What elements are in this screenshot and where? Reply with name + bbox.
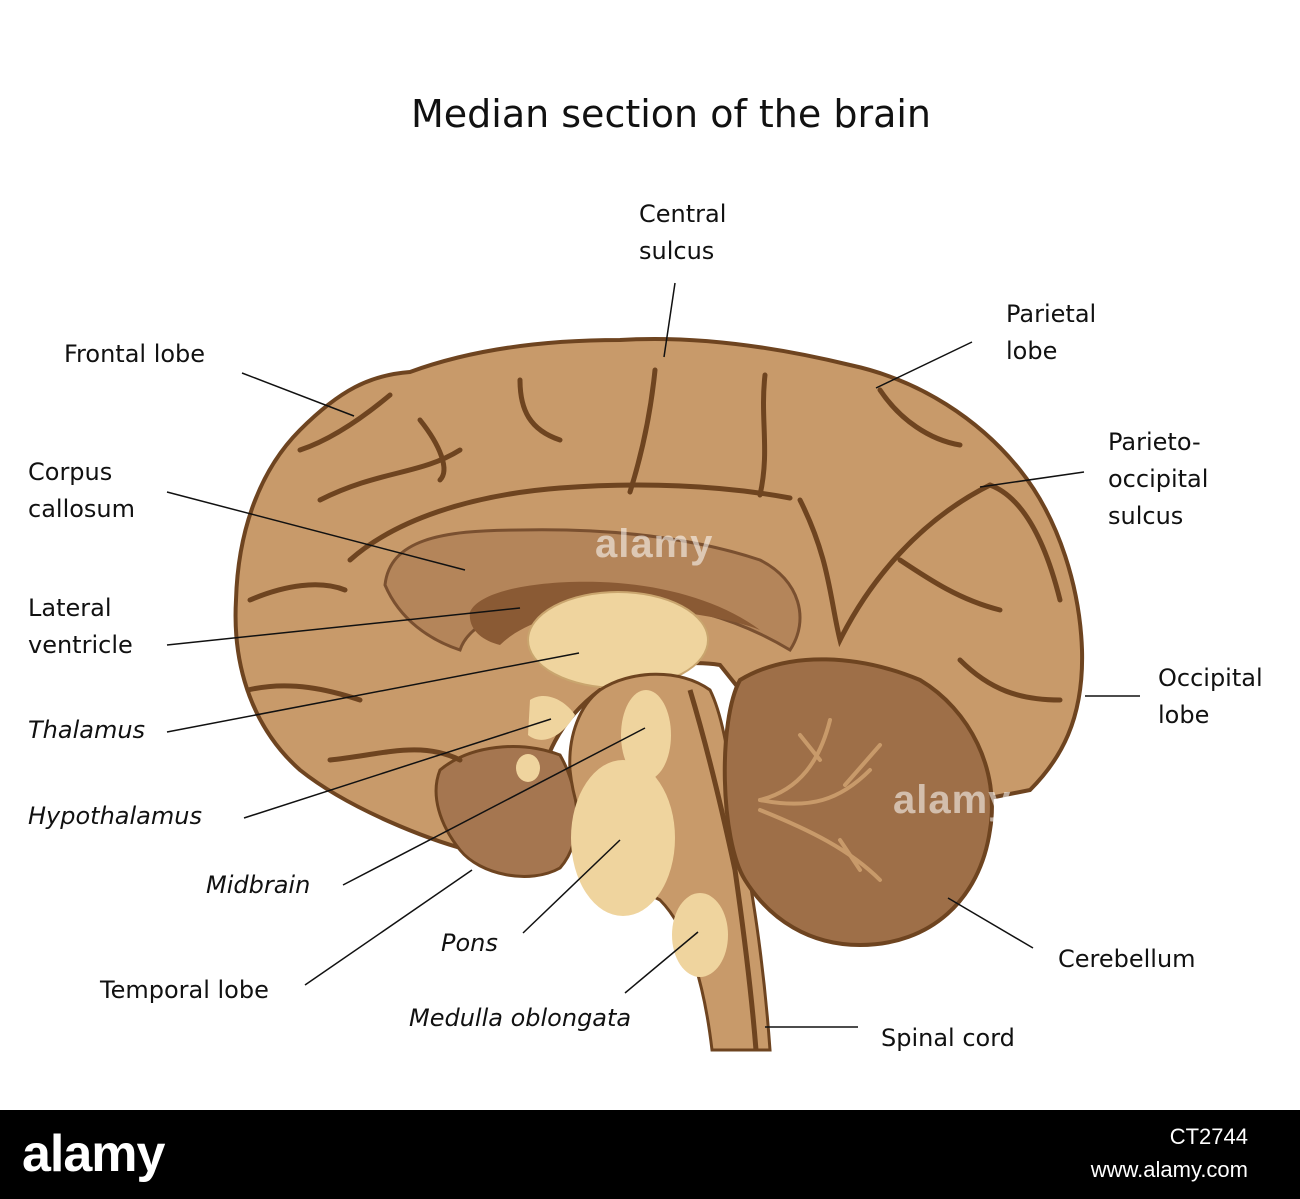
label-hypothalamus: Hypothalamus — [28, 802, 202, 830]
small-nucleus — [516, 754, 540, 782]
pons-shape — [571, 760, 675, 916]
lateral-ventricle-shape — [469, 581, 760, 645]
watermark: alamy — [595, 522, 714, 566]
brainstem-center-line — [687, 689, 759, 1051]
footer-url: www.alamy.com — [1090, 1157, 1248, 1182]
label-spinal-cord: Spinal cord — [881, 1024, 1015, 1052]
label-temporal-lobe: Temporal lobe — [100, 976, 269, 1004]
label-pons: Pons — [441, 929, 498, 957]
thalamus-shape — [527, 591, 709, 689]
midbrain-shape — [621, 690, 671, 780]
medulla-shape — [672, 893, 728, 977]
footer-image-id: CT2744 — [1169, 1124, 1248, 1149]
label-thalamus: Thalamus — [28, 716, 146, 744]
cerebellum-shape — [722, 657, 994, 948]
pointer-lines — [166, 282, 1140, 1028]
diagram-title: Median section of the brain — [410, 92, 932, 136]
watermark: alamy — [893, 778, 1012, 822]
label-midbrain: Midbrain — [206, 871, 311, 899]
footer-logo: alamy — [22, 1125, 165, 1183]
brain-diagram — [166, 282, 1140, 1052]
footer-bar: alamy CT2744 www.alamy.com — [0, 1110, 1300, 1199]
label-frontal-lobe: Frontal lobe — [64, 340, 206, 368]
hypothalamus-shape — [528, 695, 575, 740]
arbor-vitae — [758, 718, 882, 882]
label-cerebellum: Cerebellum — [1058, 945, 1196, 973]
label-medulla-oblongata: Medulla oblongata — [409, 1004, 632, 1032]
temporal-lobe-shape — [434, 745, 579, 878]
